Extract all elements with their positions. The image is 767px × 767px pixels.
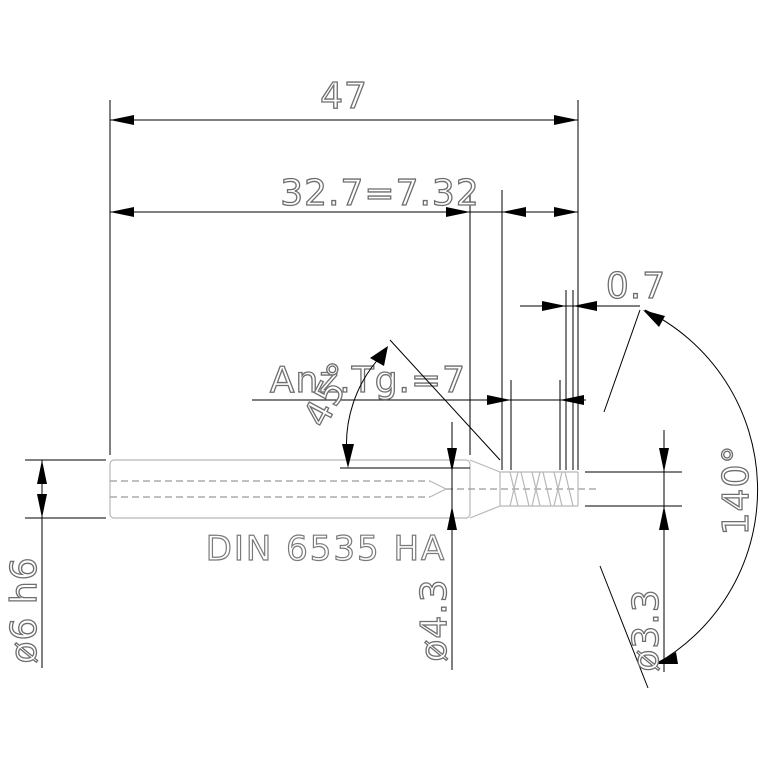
dimension-neck-diameter: ø4.3 <box>413 422 457 670</box>
arrowhead <box>554 207 578 217</box>
thread-flank <box>553 471 563 507</box>
thread-flank <box>509 471 519 507</box>
neck-taper-top <box>469 459 501 473</box>
angle-arc <box>644 309 759 665</box>
arrowhead <box>502 207 526 217</box>
arrowhead <box>654 652 678 664</box>
arrowhead <box>37 460 47 484</box>
dimension-chamfer: 0.7 <box>520 265 666 311</box>
thread-flank <box>542 471 552 507</box>
arrowhead <box>659 506 669 530</box>
angle-leg-lower <box>599 565 649 689</box>
arrowhead <box>542 301 566 311</box>
arrowhead <box>342 444 354 468</box>
shank-outline <box>109 459 471 519</box>
arrowhead <box>659 448 669 472</box>
dimension-thread-count: Anz.Tg.=7 <box>252 359 586 405</box>
thread-zone <box>500 471 579 507</box>
thread-flank <box>531 471 541 507</box>
dimension-label-140-deg: 140° <box>716 445 757 536</box>
dimension-thread-length: 3⁢2.7=7.32 <box>110 172 578 217</box>
dimension-label-neck-diameter: ø4.3 <box>414 578 455 661</box>
arrowhead <box>447 448 457 472</box>
arrowhead <box>447 506 457 530</box>
dimension-label-thread-length: 3⁢2.7=7.32 <box>280 173 479 214</box>
standard-note: DIN 6535 HA <box>206 529 447 569</box>
dimension-thread-diameter: ø3.3 <box>625 430 669 672</box>
bore-tip-top <box>429 480 447 490</box>
arrowhead <box>573 301 597 311</box>
arrowhead <box>487 395 511 405</box>
arrowhead <box>110 207 134 217</box>
dimension-label-thread-count: Anz.Tg.=7 <box>270 360 466 401</box>
tool-body <box>109 459 600 519</box>
dimension-point-angle: 140° <box>599 309 759 689</box>
arrowhead <box>643 310 665 327</box>
thread-flank <box>520 471 530 507</box>
neck-taper-bottom <box>469 505 501 519</box>
angle-leg <box>389 339 501 461</box>
dimension-label-thread-diameter: ø3.3 <box>626 588 667 671</box>
bore-tip-bottom <box>429 488 447 498</box>
dimension-shank-diameter: ø6 h6 <box>3 460 47 668</box>
dimension-label-0-7: 0.7 <box>606 266 666 307</box>
arrowhead <box>110 115 134 125</box>
arrowhead <box>446 207 470 217</box>
dimension-label-shank-diameter: ø6 h6 <box>4 556 45 663</box>
dimension-overall-length: 47 <box>110 75 578 125</box>
arrowhead <box>554 115 578 125</box>
arrowhead <box>37 494 47 518</box>
dimension-label-47: 47 <box>320 76 368 117</box>
extension-lines <box>25 100 682 519</box>
arrowhead <box>560 395 584 405</box>
arrowhead <box>370 346 388 366</box>
angle-leg-upper <box>603 309 641 413</box>
thread-flank <box>564 471 574 507</box>
